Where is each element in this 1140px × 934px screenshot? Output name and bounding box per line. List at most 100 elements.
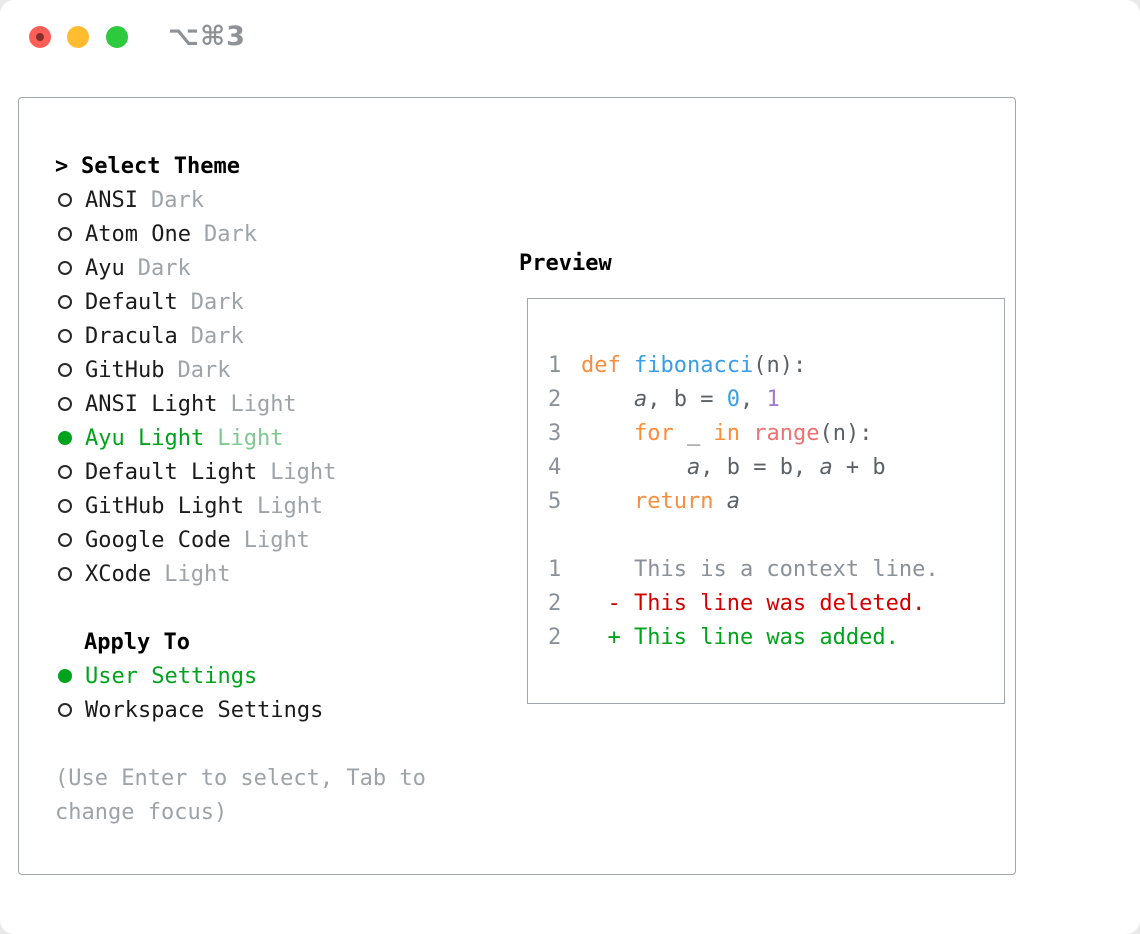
code-token: , b = b, (700, 455, 820, 480)
spacer (55, 727, 426, 761)
variant-tag: Light (270, 459, 337, 485)
preview-line: 5 return a (548, 485, 939, 519)
variant-tag: Dark (203, 221, 257, 247)
variant-tag: Dark (190, 323, 244, 349)
variant-tag: Light (164, 561, 231, 587)
code-token: a (819, 455, 833, 480)
option-label: GitHub Light (85, 493, 244, 519)
select-theme-header: >Select Theme (55, 149, 426, 183)
code-token: 1 (766, 387, 780, 412)
radio-icon (58, 567, 72, 581)
code-token: a (686, 455, 701, 480)
window-shortcut-label: ⌥⌘3 (168, 21, 246, 52)
theme-option[interactable]: Google Code Light (55, 523, 426, 557)
radio-icon (58, 465, 72, 479)
radio-icon (58, 295, 72, 309)
close-button[interactable] (29, 26, 51, 48)
help-text-line2: change focus) (55, 799, 228, 825)
variant-tag: Light (243, 527, 310, 553)
code-token: fibonacci (634, 353, 754, 378)
preview-line: 2 - This line was deleted. (548, 587, 939, 621)
code-token: 0 (726, 387, 740, 412)
code-token: for (633, 421, 674, 446)
help-text-line1: (Use Enter to select, Tab to (55, 765, 426, 791)
line-number: 2 (548, 625, 562, 650)
radio-icon (58, 431, 72, 445)
code-token: , b = (647, 387, 727, 412)
code-token: a (633, 387, 648, 412)
radio-icon (58, 669, 72, 683)
theme-option[interactable]: Dracula Dark (55, 319, 426, 353)
line-number: 1 (548, 557, 562, 582)
apply-option[interactable]: Workspace Settings (55, 693, 426, 727)
radio-icon (58, 703, 72, 717)
radio-icon (58, 227, 72, 241)
apply-option[interactable]: User Settings (55, 659, 426, 693)
code-token: in (713, 421, 740, 446)
option-label: Default (85, 289, 178, 315)
variant-tag: Dark (190, 289, 244, 315)
minimize-button[interactable] (67, 26, 89, 48)
code-token: return (633, 489, 714, 514)
line-number: 4 (548, 455, 562, 480)
code-token: This is a context line. (581, 557, 939, 582)
theme-option[interactable]: Atom One Dark (55, 217, 426, 251)
option-label: ANSI (85, 187, 138, 213)
line-number: 5 (548, 489, 562, 514)
code-token (581, 421, 634, 446)
option-label: XCode (85, 561, 152, 587)
option-label: ANSI Light (85, 391, 218, 417)
spacer (55, 591, 426, 625)
line-number: 2 (548, 387, 562, 412)
preview-line: 2 a, b = 0, 1 (548, 383, 939, 417)
code-token: range (753, 421, 820, 446)
variant-tag: Dark (137, 255, 191, 281)
option-label: Atom One (85, 221, 191, 247)
code-token: (n): (753, 353, 807, 378)
code-token: - This line was deleted. (581, 591, 926, 616)
option-label: Ayu (85, 255, 125, 281)
theme-option[interactable]: Ayu Dark (55, 251, 426, 285)
radio-icon (58, 363, 72, 377)
radio-icon (58, 261, 72, 275)
option-label: Dracula (85, 323, 178, 349)
preview-title: Preview (519, 251, 612, 276)
option-label: Google Code (85, 527, 231, 553)
code-token: , (739, 387, 767, 412)
code-token (713, 489, 726, 514)
line-number: 1 (548, 353, 562, 378)
code-token: a (726, 489, 740, 514)
preview-line: 1 def fibonacci(n): (548, 349, 939, 383)
prompt-icon: > (55, 153, 69, 179)
zoom-button[interactable] (106, 26, 128, 48)
code-token: def (581, 353, 621, 378)
radio-icon (58, 397, 72, 411)
titlebar: ⌥⌘3 (0, 0, 1140, 74)
option-label: Workspace Settings (85, 697, 324, 723)
line-number: 3 (548, 421, 562, 446)
option-label: GitHub (85, 357, 165, 383)
preview-line: 2 + This line was added. (548, 621, 939, 655)
variant-tag: Dark (150, 187, 204, 213)
radio-icon (58, 499, 72, 513)
option-label: User Settings (85, 663, 258, 689)
code-token (581, 455, 687, 480)
preview-line (548, 519, 939, 553)
code-token (740, 421, 753, 446)
theme-option[interactable]: GitHub Light Light (55, 489, 426, 523)
theme-option[interactable]: ANSI Dark (55, 183, 426, 217)
code-token (581, 489, 634, 514)
theme-option[interactable]: Default Dark (55, 285, 426, 319)
variant-tag: Light (256, 493, 324, 519)
code-token: + This line was added. (581, 625, 899, 650)
theme-option[interactable]: XCode Light (55, 557, 426, 591)
radio-icon (58, 329, 72, 343)
